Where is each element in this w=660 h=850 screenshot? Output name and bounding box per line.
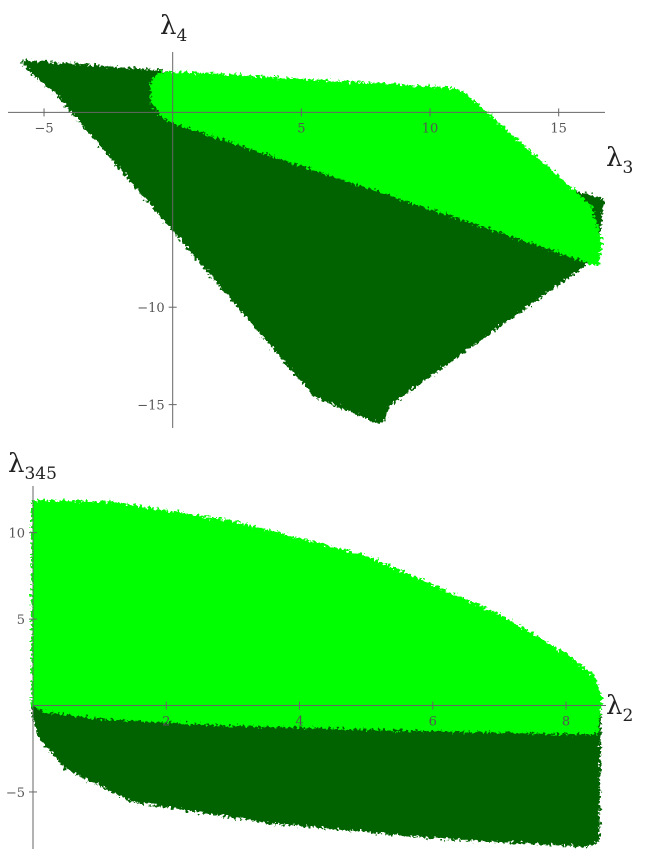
lambda3-lambda4-scatter-plot: −5 5 10 15 −10 −15 λ3 λ4 xyxy=(8,11,633,428)
x-tick-label: 8 xyxy=(562,715,570,730)
y-tick-label: 5 xyxy=(17,613,25,628)
x-tick-label: 5 xyxy=(297,121,305,136)
x-tick-label: 15 xyxy=(550,121,567,136)
scatter-regions xyxy=(31,500,603,847)
y-axis-title: λ4 xyxy=(160,11,187,46)
x-axis-title: λ2 xyxy=(606,691,633,726)
ticks: 2 4 6 8 10 5 −5 xyxy=(6,527,570,801)
scatter-region-dark-green xyxy=(31,695,601,847)
scatter-region-light-green xyxy=(31,500,603,735)
y-tick-label: −5 xyxy=(6,786,25,801)
scatter-regions xyxy=(21,60,604,424)
y-axis-title: λ345 xyxy=(8,449,57,484)
scatter-region-light-green xyxy=(150,71,602,266)
x-tick-label: 4 xyxy=(295,715,303,730)
ticks: −5 5 10 15 −10 −15 xyxy=(34,108,567,414)
y-tick-label: −15 xyxy=(137,399,164,414)
scatter-region-dark-green xyxy=(21,60,604,424)
axes xyxy=(32,486,606,849)
lambda2-lambda345-scatter-plot: 2 4 6 8 10 5 −5 λ2 λ345 xyxy=(6,449,633,849)
x-axis-title: λ3 xyxy=(606,143,633,178)
x-tick-label: 10 xyxy=(422,121,439,136)
y-tick-label: 10 xyxy=(8,527,25,542)
y-tick-label: −10 xyxy=(137,301,164,316)
x-tick-label: −5 xyxy=(34,121,53,136)
axes xyxy=(8,52,605,428)
x-tick-label: 6 xyxy=(429,715,437,730)
x-tick-label: 2 xyxy=(162,715,170,730)
